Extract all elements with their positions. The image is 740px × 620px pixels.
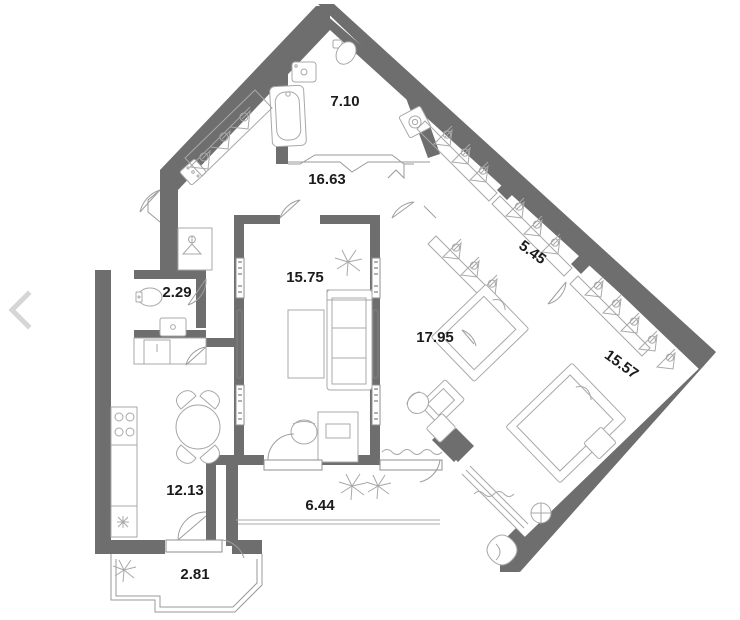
hanger-icon [637, 330, 658, 352]
kitchen-sink-fixture [110, 505, 138, 538]
area-label-balcony: 2.81 [180, 566, 209, 583]
bed-furniture [431, 284, 529, 382]
toilet-fixture [135, 287, 163, 307]
area-label-bedroom-main: 17.95 [416, 329, 454, 346]
plant-icon [112, 559, 137, 583]
plant-icon [334, 249, 363, 277]
desk-furniture [317, 411, 359, 463]
sink-fixture [291, 61, 317, 83]
area-label-living-room: 15.75 [286, 269, 324, 286]
balcony-area [110, 511, 263, 613]
area-label-hall: 16.63 [308, 171, 346, 188]
area-label-wc: 2.29 [162, 284, 191, 301]
chair-furniture [406, 391, 430, 414]
bathtub-fixture [269, 84, 307, 148]
plant-icon [365, 474, 392, 500]
washing-machine-fixture [398, 105, 432, 139]
hanger-icon [228, 106, 251, 130]
hanger-icon [459, 256, 480, 278]
chevron-left-icon [8, 290, 32, 330]
hanger-icon [522, 215, 543, 237]
area-label-bedroom-east: 15.57 [601, 347, 641, 383]
plant-icon [338, 473, 367, 501]
bathroom-room [179, 39, 440, 186]
hall-outline [147, 161, 430, 223]
hanger-icon [468, 161, 489, 183]
hanger-icon [619, 312, 640, 334]
loggia-south-area [236, 433, 443, 525]
hanger-icon [504, 197, 525, 219]
chair-furniture [290, 419, 318, 445]
hall-floor-fixture [179, 158, 207, 186]
area-label-loggia-north: 5.45 [516, 237, 550, 268]
loggia-north-area [416, 120, 676, 370]
vanity-fixture [133, 337, 207, 365]
stove-fixture [110, 406, 138, 446]
living-room-furniture [287, 249, 373, 463]
area-labels: 7.10 16.63 2.29 15.75 17.95 5.45 15.57 1… [162, 93, 641, 583]
nightstand-furniture [426, 413, 456, 443]
hanger-icon [208, 126, 231, 150]
kitchen-furniture [110, 390, 221, 538]
sink-fixture [159, 317, 187, 337]
bedroom-east-furniture [461, 363, 626, 566]
door-swings [139, 189, 567, 559]
hanger-icon [441, 238, 462, 260]
sofa-furniture [326, 289, 373, 391]
toilet-fixture [332, 39, 357, 65]
hanger-icon [188, 146, 211, 170]
hanger-icon [540, 233, 561, 255]
wc-fixtures [133, 287, 207, 365]
hanger-icon [432, 125, 453, 147]
area-label-kitchen: 12.13 [166, 482, 204, 499]
glazing-lines [461, 465, 529, 533]
hanger-icon [181, 235, 203, 255]
desk-furniture [419, 379, 465, 425]
coffee-table-furniture [287, 309, 325, 379]
nightstand-furniture [584, 427, 616, 459]
wardrobe-strip-northwest [184, 89, 273, 177]
living-room-windows [235, 257, 381, 426]
hanger-icon [583, 276, 604, 298]
dining-table-furniture [175, 390, 221, 464]
area-label-bathroom: 7.10 [330, 93, 359, 110]
armchair-furniture [486, 534, 518, 566]
bedroom-main-furniture [381, 284, 529, 455]
side-table-furniture [530, 502, 552, 524]
previous-image-button[interactable] [4, 288, 38, 332]
area-label-loggia-south: 6.44 [305, 497, 335, 514]
hanger-icon [655, 348, 676, 370]
hanger-icon [450, 143, 471, 165]
hanger-icon [601, 294, 622, 316]
